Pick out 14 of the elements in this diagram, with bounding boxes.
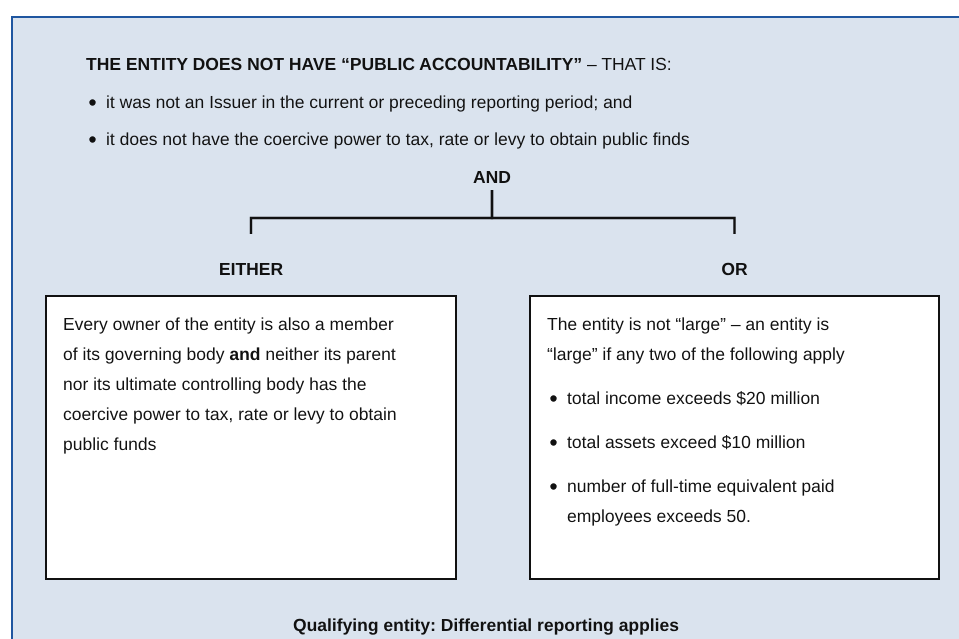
operator-label: AND (472, 166, 512, 189)
connector-line (490, 190, 736, 234)
bullet-item: total income exceeds $20 million (547, 383, 922, 413)
panel-background (11, 16, 959, 639)
bullet-item: total assets exceed $10 million (547, 427, 922, 457)
bullet-item: it was not an Issuer in the current or preceding reporting period; and (86, 91, 632, 114)
condition-text: The entity is not “large” – an entity is “large” if any two of the following apply (547, 313, 846, 366)
branch-heading: OR (720, 258, 749, 281)
conclusion-text: Qualifying entity: Differential reporting applies (292, 614, 680, 637)
heading: THE ENTITY DOES NOT HAVE “PUBLIC ACCOUNTABILITY” – THAT IS: (86, 53, 672, 76)
bullet-item: number of full-time equivalent paid employees exceeds 50. (547, 471, 922, 531)
condition-text: Every owner of the entity is also a member of its governing body and neither its parent nor its ultimate controlling body has the coercive power to tax, rate or levy to obtain public funds (63, 313, 398, 456)
bullet-item: it does not have the coercive power to tax, rate or levy to obtain public finds (86, 128, 690, 151)
branch-heading: EITHER (218, 258, 284, 281)
